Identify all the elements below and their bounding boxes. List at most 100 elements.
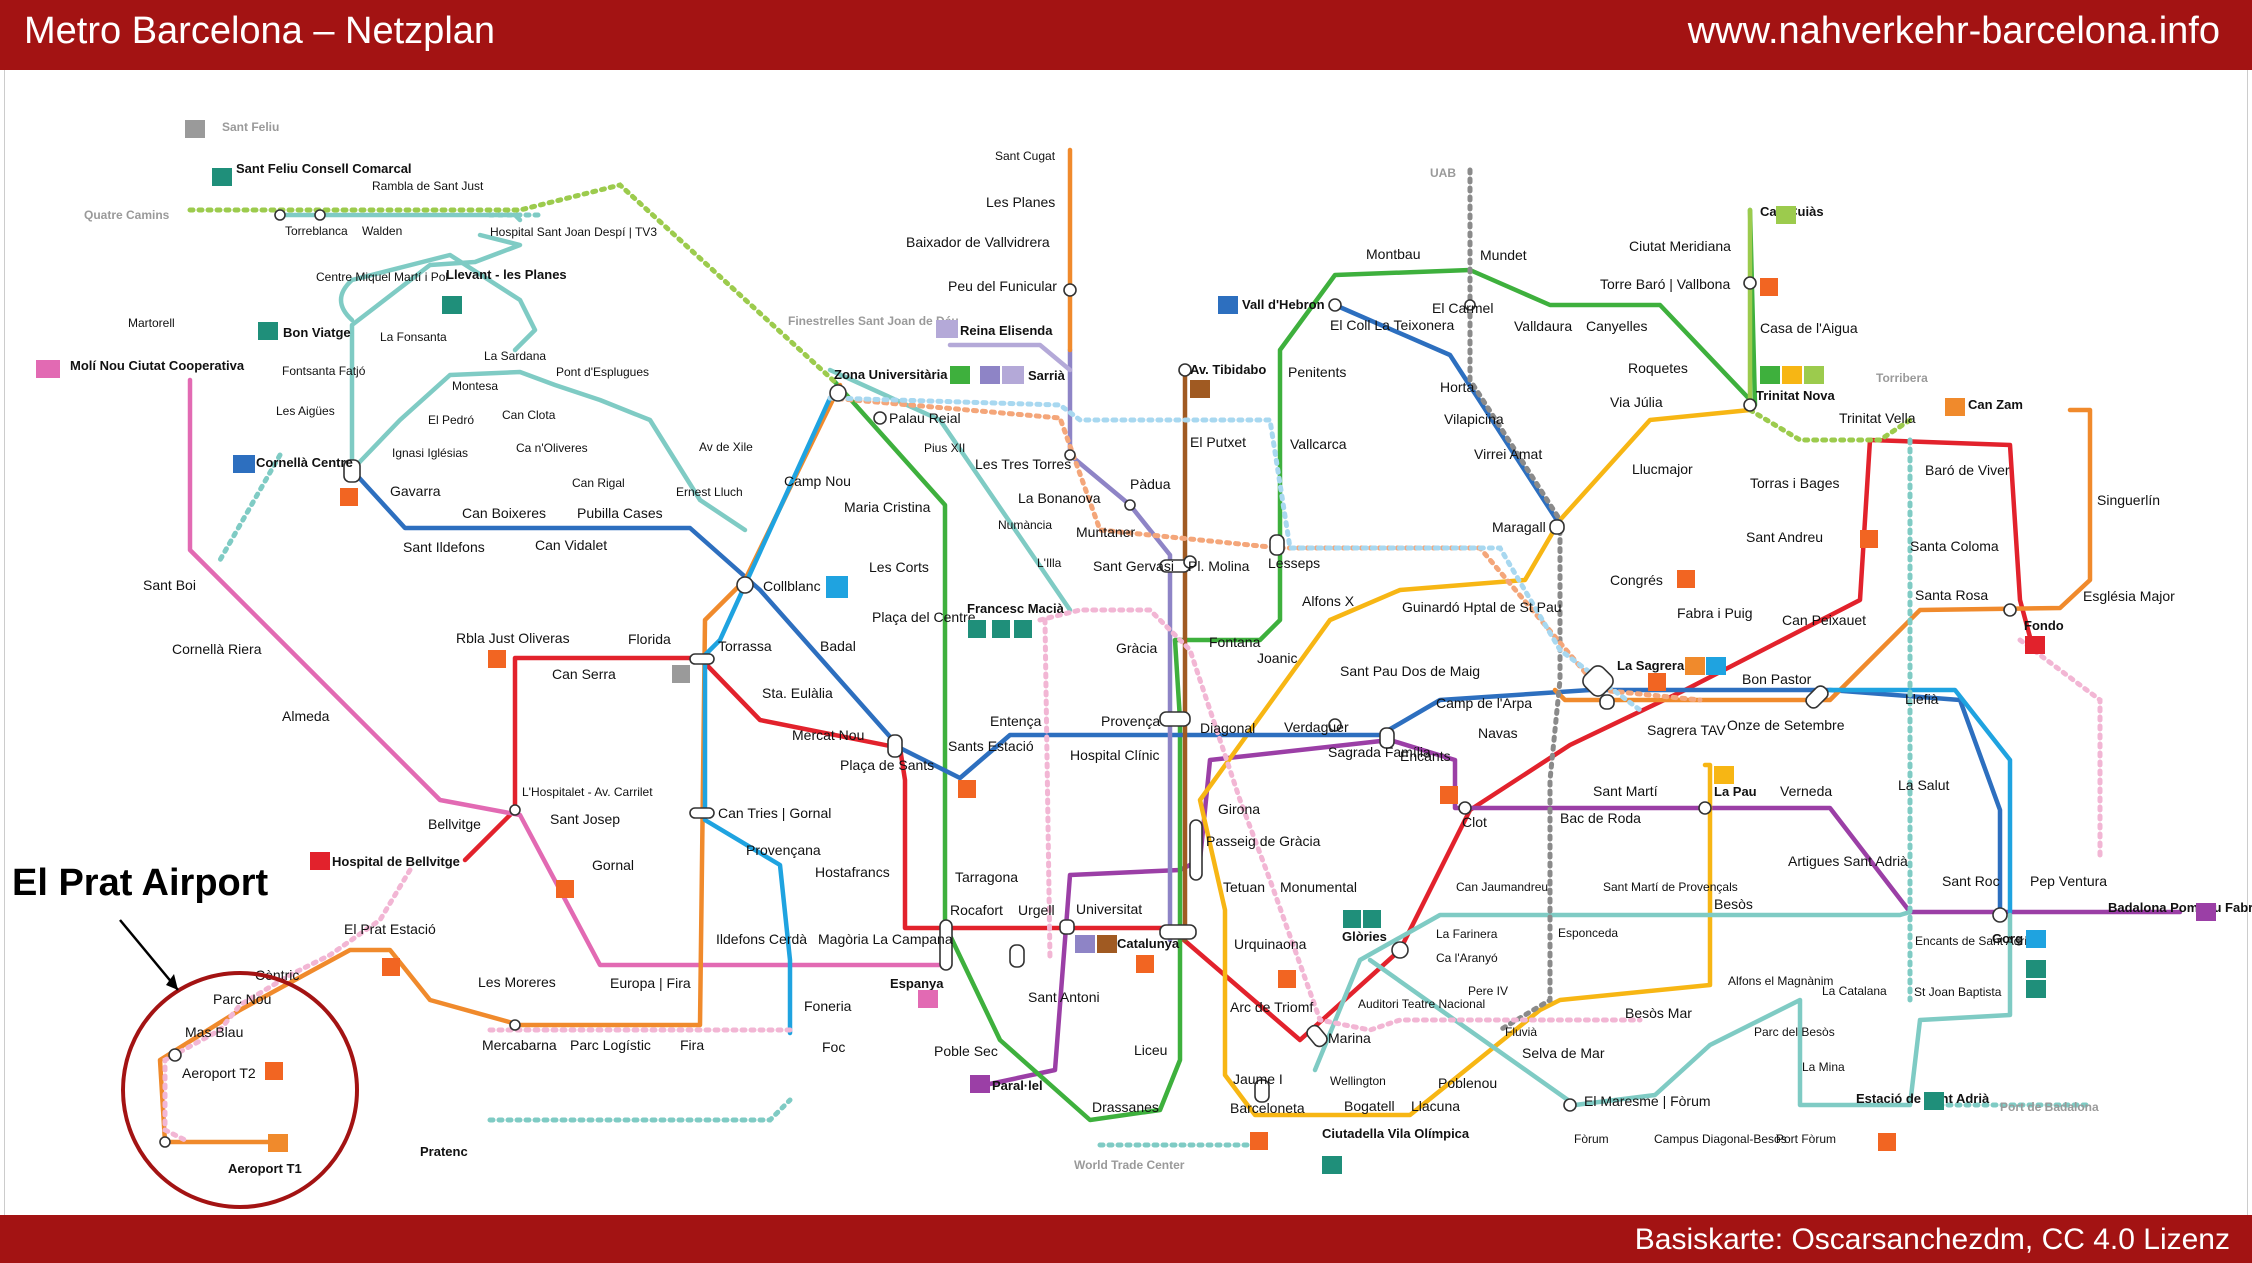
label-finestrelles: Finestrelles Sant Joan de Déu [788, 314, 959, 328]
label-av-xile: Av de Xile [699, 440, 753, 454]
label-les-corts: Les Corts [869, 559, 929, 575]
label-torreblanca: Torreblanca [285, 224, 348, 238]
airport-callout-label: El Prat Airport [12, 862, 268, 905]
label-drassanes: Drassanes [1092, 1099, 1159, 1115]
label-st-joan-baptista: St Joan Baptista [1914, 985, 2002, 999]
label-can-rigal: Can Rigal [572, 476, 625, 490]
label-sant-cugat: Sant Cugat [995, 149, 1056, 163]
label-encants-sant-adria: Encants de Sant Adrià [1915, 934, 2034, 948]
label-sant-marti: Sant Martí [1593, 783, 1658, 799]
label-maria-cristina: Maria Cristina [844, 499, 931, 515]
label-muntaner: Muntaner [1076, 524, 1135, 540]
label-parc-logistic: Parc Logístic [570, 1037, 651, 1053]
label-fondo: Fondo [2024, 618, 2064, 633]
label-can-serra: Can Serra [552, 666, 616, 682]
label-catalunya: Catalunya [1117, 936, 1180, 951]
label-passeig-gracia: Passeig de Gràcia [1206, 833, 1321, 849]
label-diagonal: Diagonal [1200, 720, 1255, 736]
label-av-tibidabo: Av. Tibidabo [1190, 362, 1266, 377]
label-llucmajor: Llucmajor [1632, 461, 1693, 477]
label-tarragona: Tarragona [955, 869, 1018, 885]
label-ciutat-meridiana: Ciutat Meridiana [1629, 238, 1731, 254]
label-quatre-camins: Quatre Camins [84, 208, 170, 222]
label-cornella-centre: Cornellà Centre [256, 455, 353, 470]
label-ca-aranyo: Ca l'Aranyó [1436, 951, 1498, 965]
label-europa-fira: Europa | Fira [610, 975, 691, 991]
label-valldaura: Valldaura [1514, 318, 1572, 334]
label-mercat-nou: Mercat Nou [792, 727, 864, 743]
label-poble-sec: Poble Sec [934, 1043, 998, 1059]
label-uab: UAB [1430, 166, 1456, 180]
label-el-coll: El Coll La Teixonera [1330, 317, 1454, 333]
label-la-sardana: La Sardana [484, 349, 546, 363]
label-santa-rosa: Santa Rosa [1915, 587, 1988, 603]
station-markers[interactable] [160, 210, 2016, 1147]
label-foc: Foc [822, 1039, 845, 1055]
label-palau-reial: Palau Reial [889, 410, 961, 426]
label-parc-nou: Parc Nou [213, 991, 271, 1007]
label-foneria: Foneria [804, 998, 852, 1014]
label-baixador-vallvidrera: Baixador de Vallvidrera [906, 234, 1050, 250]
label-la-catalana: La Catalana [1822, 984, 1887, 998]
label-pius-xii: Pius XII [924, 441, 965, 455]
label-vall-hebron: Vall d'Hebron [1242, 297, 1325, 312]
label-barceloneta: Barceloneta [1230, 1100, 1305, 1116]
label-glories: Glòries [1342, 929, 1387, 944]
label-collblanc: Collblanc [763, 578, 821, 594]
label-gracia: Gràcia [1116, 640, 1157, 656]
label-l-illa: L'Illa [1037, 556, 1062, 570]
label-mas-blau: Mas Blau [185, 1024, 243, 1040]
label-provencana: Provençana [746, 842, 821, 858]
label-estacio-sant-adria: Estació de Sant Adrià [1856, 1091, 1990, 1106]
label-gavarra: Gavarra [390, 483, 441, 499]
label-pere-iv: Pere IV [1468, 984, 1508, 998]
label-espanya: Espanya [890, 976, 944, 991]
label-baro-viver: Baró de Viver [1925, 462, 2010, 478]
label-artigues: Artigues Sant Adrià [1788, 853, 1908, 869]
label-placa-de-sants: Plaça de Sants [840, 757, 934, 773]
label-alfons-magnanim: Alfons el Magnànim [1728, 974, 1833, 988]
label-poblenou: Poblenou [1438, 1075, 1497, 1091]
label-les-planes: Les Planes [986, 194, 1055, 210]
label-florida: Florida [628, 631, 671, 647]
label-moli-nou: Molí Nou Ciutat Cooperativa [70, 358, 245, 373]
label-can-vidalet: Can Vidalet [535, 537, 607, 553]
label-roquetes: Roquetes [1628, 360, 1688, 376]
label-girona: Girona [1218, 801, 1260, 817]
label-torrassa: Torrassa [718, 638, 772, 654]
label-gornal: Gornal [592, 857, 634, 873]
label-peu-del-funicular: Peu del Funicular [948, 278, 1057, 294]
label-el-pedro: El Pedró [428, 413, 474, 427]
label-pl-molina: Pl. Molina [1188, 558, 1250, 574]
label-rbla-just-oliveras: Rbla Just Oliveras [456, 630, 570, 646]
label-canyelles: Canyelles [1586, 318, 1647, 334]
label-el-putxet: El Putxet [1190, 434, 1246, 450]
label-mercabarna: Mercabarna [482, 1037, 557, 1053]
label-sant-andreu: Sant Andreu [1746, 529, 1823, 545]
label-can-zam: Can Zam [1968, 397, 2023, 412]
label-can-tries: Can Tries | Gornal [718, 805, 831, 821]
label-aeroport-t2: Aeroport T2 [182, 1065, 256, 1081]
label-vallcarca: Vallcarca [1290, 436, 1347, 452]
label-sant-pau: Sant Pau Dos de Maig [1340, 663, 1480, 679]
label-sant-gervasi: Sant Gervasi [1093, 558, 1174, 574]
label-llacuna: Llacuna [1411, 1098, 1460, 1114]
label-cornella-riera: Cornellà Riera [172, 641, 262, 657]
label-bogatell: Bogatell [1344, 1098, 1395, 1114]
label-alfons-x: Alfons X [1302, 593, 1355, 609]
label-ciutadella: Ciutadella Vila Olímpica [1322, 1126, 1470, 1141]
label-arc-triomf: Arc de Triomf [1230, 999, 1313, 1015]
label-trinitat-vella: Trinitat Vella [1839, 410, 1916, 426]
label-sagrera-tav: Sagrera TAV [1647, 722, 1726, 738]
label-ildefons-cerda: Ildefons Cerdà [716, 931, 807, 947]
label-almeda: Almeda [282, 708, 330, 724]
label-sarria: Sarrià [1028, 368, 1066, 383]
label-les-tres-torres: Les Tres Torres [975, 456, 1071, 472]
label-la-mina: La Mina [1802, 1060, 1845, 1074]
label-ernest-lluch: Ernest Lluch [676, 485, 743, 499]
label-besos-mar: Besòs Mar [1625, 1005, 1692, 1021]
label-fontana: Fontana [1209, 634, 1261, 650]
future-lines [165, 170, 2100, 1145]
label-urquinaona: Urquinaona [1234, 936, 1307, 952]
